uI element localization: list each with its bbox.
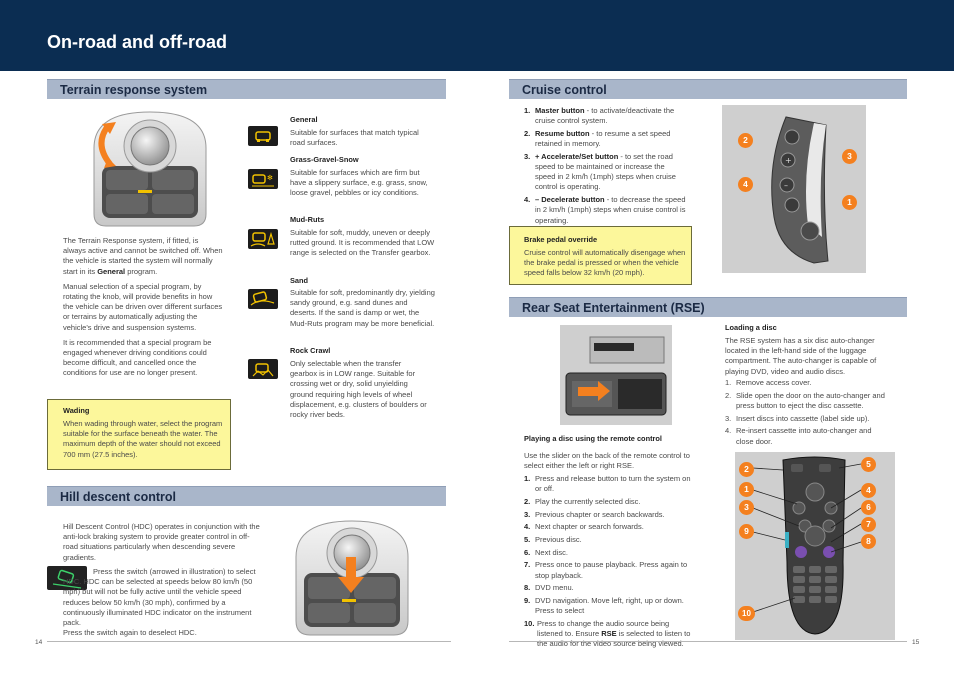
section-title: Hill descent control (60, 490, 176, 504)
section-heading-hdc: Hill descent control (47, 486, 446, 506)
list-item: 3.Previous chapter or search backwards. (524, 509, 665, 519)
wading-callout: Wading When wading through water, select… (47, 399, 231, 470)
list-item: 1.Press and release button to turn the s… (524, 474, 691, 494)
callout-badge: 2 (738, 133, 753, 148)
brake-override-title: Brake pedal override (524, 235, 598, 244)
list-item: 4.Next chapter or search forwards. (524, 522, 644, 532)
mud-ruts-icon (248, 229, 278, 249)
hdc-para-1: Hill Descent Control (HDC) operates in c… (63, 522, 260, 562)
grass-gravel-snow-icon: ✻ (248, 169, 278, 189)
rock-crawl-icon (248, 359, 278, 379)
terrain-para-1: The Terrain Response system, if fitted, … (63, 236, 223, 276)
svg-text:–: – (784, 181, 788, 190)
cruise-control-list: 1.Master button - to activate/deactivate… (524, 106, 686, 228)
sand-icon (248, 289, 278, 309)
hdc-switch-illustration (295, 520, 409, 636)
section-title: Terrain response system (60, 83, 208, 97)
hdc-para-3: Press the switch again to deselect HDC. (63, 628, 197, 637)
list-item: 2.Play the currently selected disc. (524, 496, 641, 506)
svg-text:+: + (785, 156, 792, 165)
list-item: 2.Slide open the door on the auto-change… (725, 390, 885, 410)
loading-text: The RSE system has a six disc auto-chang… (725, 336, 877, 376)
wading-text: When wading through water, select the pr… (63, 419, 223, 459)
list-item: 6.Next disc. (524, 547, 568, 557)
page-rule-right (509, 641, 907, 642)
list-item: 4.– Decelerate button - to decrease the … (524, 195, 686, 225)
callout-badge: 3 (739, 500, 754, 515)
section-heading-rse: Rear Seat Entertainment (RSE) (509, 297, 907, 317)
list-item: 5.Previous disc. (524, 535, 582, 545)
hdc-para-2: Press the switch (arrowed in illustratio… (63, 567, 256, 628)
section-heading-terrain: Terrain response system (47, 79, 446, 99)
callout-badge: 8 (861, 534, 876, 549)
brake-override-callout: Brake pedal override Cruise control will… (509, 226, 692, 285)
playing-title: Playing a disc using the remote control (524, 434, 662, 443)
playing-intro: Use the slider on the back of the remote… (524, 451, 690, 471)
callout-badge: 5 (861, 457, 876, 472)
section-heading-cruise: Cruise control (509, 79, 907, 99)
terrain-para-2: Manual selection of a special program, b… (63, 281, 223, 332)
list-item: 3.+ Accelerate/Set button - to set the r… (524, 151, 676, 192)
loading-title: Loading a disc (725, 323, 777, 332)
loading-steps: 1.Remove access cover. 2.Slide open the … (725, 378, 887, 449)
terrain-para-3: It is recommended that a special program… (63, 337, 212, 378)
list-item: 4.Re-insert cassette into auto-changer a… (725, 426, 872, 446)
callout-badge: 4 (861, 483, 876, 498)
callout-badge: 3 (842, 149, 857, 164)
playing-steps: 1.Press and release button to turn the s… (524, 474, 692, 652)
callout-badge: 10 (738, 606, 755, 621)
hdc-icon (47, 566, 87, 590)
section-title: Cruise control (522, 83, 607, 97)
callout-badge: 2 (739, 462, 754, 477)
page-header: On-road and off-road (0, 0, 954, 71)
list-item: 1.Master button - to activate/deactivate… (524, 106, 675, 126)
list-item: 8.DVD menu. (524, 583, 574, 593)
section-title: Rear Seat Entertainment (RSE) (522, 301, 705, 315)
svg-text:✻: ✻ (267, 174, 273, 182)
list-item: 1.Remove access cover. (725, 378, 812, 387)
page-title: On-road and off-road (47, 32, 227, 52)
brake-override-text: Cruise control will automatically diseng… (524, 248, 686, 278)
callout-badge: 1 (842, 195, 857, 210)
callout-badge: 6 (861, 500, 876, 515)
callout-badge: 7 (861, 517, 876, 532)
terrain-response-knob-illustration (93, 111, 207, 227)
page-rule-left (47, 641, 451, 642)
wading-title: Wading (63, 406, 90, 415)
callout-badge: 4 (738, 177, 753, 192)
page-number-right: 15 (912, 639, 920, 646)
list-item: 7.Press once to pause playback. Press ag… (524, 560, 688, 580)
list-item: 3.Insert discs into cassette (label side… (725, 413, 870, 423)
car-icon (248, 126, 278, 146)
list-item: 10.Press to change the audio source bein… (524, 618, 691, 649)
callout-badge: 1 (739, 482, 754, 497)
terrain-description: The Terrain Response system, if fitted, … (63, 236, 223, 384)
list-item: 2.Resume button - to resume a set speed … (524, 128, 671, 149)
callout-badge: 9 (739, 524, 754, 539)
page-number-left: 14 (35, 639, 43, 646)
list-item: 9.DVD navigation. Move left, right, up o… (524, 596, 684, 616)
disc-autochanger-illustration (560, 325, 672, 425)
